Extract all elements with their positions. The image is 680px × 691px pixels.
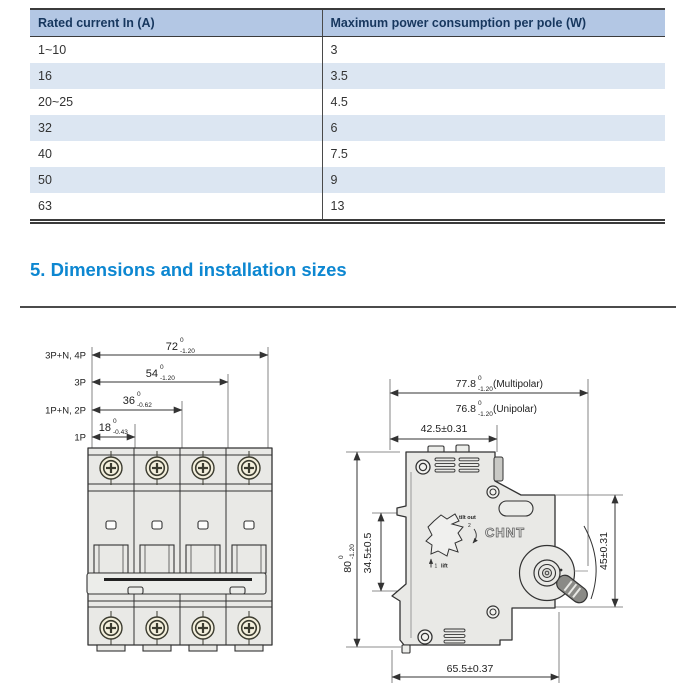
side-view: 77.8 0 -1.20 (Multipolar) 76.8 0 -1.20 (… <box>338 375 623 683</box>
pole-label-3p: 3P <box>74 378 86 389</box>
lift-annotation: 1 lift <box>428 558 448 570</box>
cell-power: 13 <box>321 193 665 224</box>
svg-text:0: 0 <box>478 400 482 407</box>
handle-swing-arc <box>583 525 597 600</box>
svg-text:lift: lift <box>441 564 448 570</box>
front-view-dimension-lines <box>91 351 269 441</box>
cell-power: 4.5 <box>321 89 665 115</box>
pole-label-4p: 3P+N, 4P <box>45 351 86 362</box>
pole-label-2p: 1P+N, 2P <box>45 406 86 417</box>
svg-text:-1.20: -1.20 <box>478 386 493 393</box>
svg-text:77.8: 77.8 <box>456 378 477 390</box>
tilt-out-annotation: tilt out 2 <box>459 515 478 544</box>
table-header-row: Rated current In (A) Maximum power consu… <box>30 8 665 37</box>
din-release-lever-sketch <box>425 513 464 557</box>
dim-bottom-depth: 65.5±0.37 <box>447 663 494 675</box>
case-rivet <box>486 605 500 619</box>
case-rivet <box>417 629 433 645</box>
front-slot <box>498 500 534 517</box>
dim-width-unipolar: 76.8 0 -1.20 (Unipolar) <box>456 400 537 418</box>
front-view: 3P+N, 4P 3P 1P+N, 2P 1P 72 0 -1.20 54 0 … <box>45 337 273 651</box>
cell-current: 63 <box>30 193 322 224</box>
power-consumption-table: Rated current In (A) Maximum power consu… <box>30 8 665 224</box>
cell-power: 6 <box>321 115 665 141</box>
svg-text:0: 0 <box>137 391 141 398</box>
svg-text:2: 2 <box>468 523 471 529</box>
case-rivet <box>486 485 500 499</box>
dim-din-slot: 34.5±0.5 <box>362 532 374 573</box>
dim-front-height: 45±0.31 <box>598 532 610 570</box>
cell-current: 50 <box>30 167 322 193</box>
svg-text:76.8: 76.8 <box>456 403 477 415</box>
cell-current: 32 <box>30 115 322 141</box>
dim-18: 18 0 -0.43 <box>99 418 128 436</box>
svg-text:-1.20: -1.20 <box>160 375 175 382</box>
svg-text:0: 0 <box>160 364 164 371</box>
svg-text:0: 0 <box>338 555 345 559</box>
dimensions-drawing: 3P+N, 4P 3P 1P+N, 2P 1P 72 0 -1.20 54 0 … <box>45 337 623 683</box>
cell-power: 9 <box>321 167 665 193</box>
svg-text:54: 54 <box>146 368 158 380</box>
brand-logo: CHNT <box>485 525 525 540</box>
svg-text:0: 0 <box>113 418 117 425</box>
dim-72: 72 0 -1.20 <box>166 337 195 355</box>
cell-power: 3.5 <box>321 63 665 89</box>
dim-top-depth: 42.5±0.31 <box>421 423 468 435</box>
vent-slots-bottom <box>443 628 466 644</box>
cell-current: 1~10 <box>38 43 67 57</box>
svg-text:-0.43: -0.43 <box>113 429 128 436</box>
side-view-dimension-lines <box>353 389 619 681</box>
col-header-max-power: Maximum power consumption per pole (W) <box>321 8 665 37</box>
side-view-breaker-body: CHNT tilt out 2 1 lift <box>391 444 597 654</box>
svg-text:36: 36 <box>123 395 135 407</box>
svg-text:(Unipolar): (Unipolar) <box>493 404 537 415</box>
dim-36: 36 0 -0.62 <box>123 391 152 409</box>
dim-height: 80 0 -1.20 <box>338 544 356 573</box>
cell-power: 7.5 <box>321 141 665 167</box>
cell-power: 3 <box>321 36 665 63</box>
svg-text:0: 0 <box>478 375 482 382</box>
svg-text:-1.20: -1.20 <box>349 544 356 559</box>
vent-slots-top <box>434 457 480 473</box>
svg-text:0: 0 <box>180 337 184 344</box>
dim-54: 54 0 -1.20 <box>146 364 175 382</box>
cell-current: 16 <box>30 63 322 89</box>
case-rivet <box>415 459 431 475</box>
handle-knob <box>533 559 563 587</box>
svg-text:18: 18 <box>99 422 111 434</box>
dim-width-multipolar: 77.8 0 -1.20 (Multipolar) <box>456 375 543 393</box>
table-row: 1~10 3 <box>30 36 665 63</box>
section-title: 5. Dimensions and installation sizes <box>30 259 347 280</box>
handle-bar <box>86 572 267 595</box>
svg-text:-1.20: -1.20 <box>180 348 195 355</box>
cell-current: 40 <box>38 147 52 161</box>
svg-text:(Multipolar): (Multipolar) <box>493 379 543 390</box>
svg-text:-1.20: -1.20 <box>478 411 493 418</box>
svg-text:-0.62: -0.62 <box>137 402 152 409</box>
col-header-rated-current: Rated current In (A) <box>30 8 322 37</box>
cell-current: 20~25 <box>38 95 74 109</box>
svg-text:tilt out: tilt out <box>459 515 476 521</box>
front-view-breaker-body <box>86 447 273 651</box>
pole-label-1p: 1P <box>74 433 86 444</box>
svg-text:80: 80 <box>342 561 354 573</box>
table-row: 20~25 4.5 <box>30 89 665 115</box>
section-divider <box>20 306 676 308</box>
svg-text:72: 72 <box>166 341 178 353</box>
svg-text:1: 1 <box>435 564 438 570</box>
